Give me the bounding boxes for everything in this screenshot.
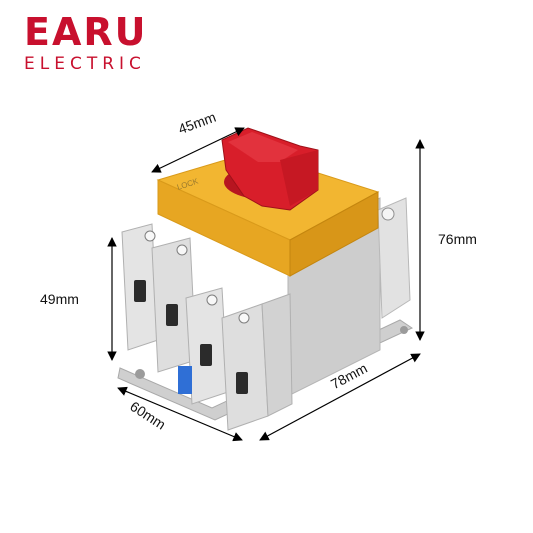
brand-logo: EARU ELECTRIC bbox=[24, 12, 147, 74]
brand-subtitle: ELECTRIC bbox=[24, 54, 146, 74]
dimension-arrows bbox=[107, 127, 425, 442]
brand-name: EARU bbox=[24, 10, 148, 54]
height-dimension-label: 76mm bbox=[438, 231, 477, 247]
terminal-blocks bbox=[121, 223, 293, 431]
red-rotary-knob bbox=[221, 127, 319, 211]
blue-terminal-accent bbox=[178, 366, 192, 394]
terminal-height-dimension-label: 49mm bbox=[40, 291, 79, 307]
